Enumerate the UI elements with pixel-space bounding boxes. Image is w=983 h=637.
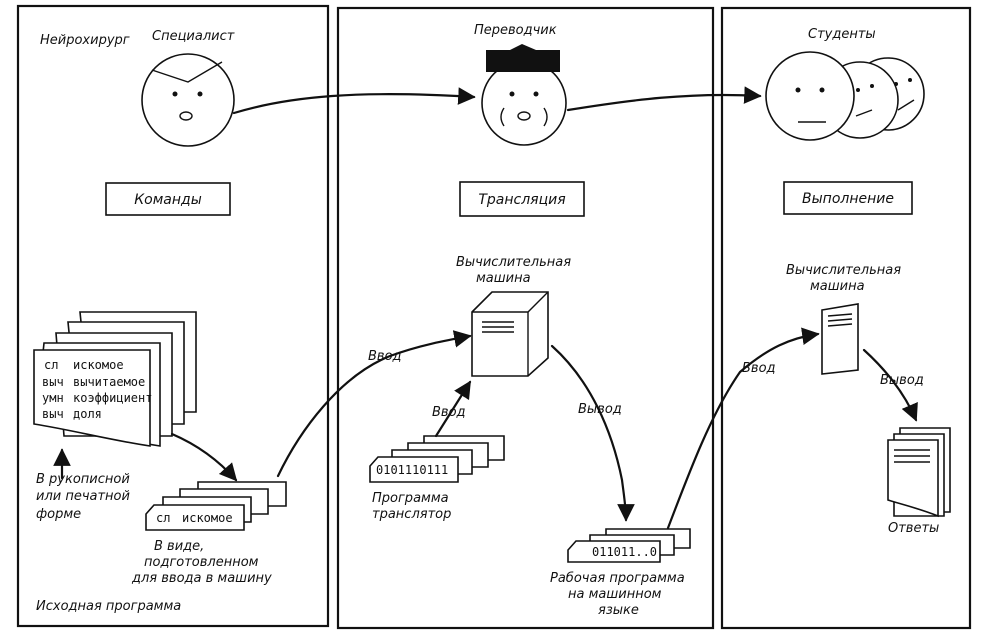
stage-label-translation: Трансляция: [478, 192, 565, 208]
panel-middle-frame: [336, 6, 715, 630]
answers-label: Ответы: [888, 521, 939, 536]
specialist-face-icon: [141, 53, 235, 147]
prepared-note-line-1: В виде,: [154, 539, 204, 554]
handwritten-note-line-3: форме: [36, 507, 81, 522]
flow-translator-to-students: [566, 86, 762, 112]
translator-cards-value: 0101110111: [376, 463, 448, 477]
manuscript-to-cards-arrow: [170, 432, 238, 482]
translator-cards-stack: [369, 435, 505, 483]
right-computer-label-1: Вычислительная: [786, 263, 901, 278]
prepared-note-line-3: для ввода в машину: [131, 571, 272, 586]
stage-box-execution: [783, 181, 913, 215]
translator-cards-to-computer-arrow: [434, 380, 472, 438]
middle-output-label: Вывод: [578, 402, 622, 417]
prepared-cards-to-computer-arrow: [276, 330, 472, 478]
work-cards-value: 011011..0: [592, 545, 657, 559]
middle-computer-label-1: Вычислительная: [456, 255, 571, 270]
middle-computer-label-2: машина: [476, 271, 531, 286]
students-label: Студенты: [808, 27, 876, 42]
source-program-footer: Исходная программа: [36, 599, 181, 614]
card-word: искомое: [182, 511, 233, 525]
right-input-label: Ввод: [742, 361, 776, 376]
code-op-3: умн: [42, 391, 64, 405]
neurosurgeon-label: Нейрохирург: [40, 33, 130, 48]
stage-box-commands: [105, 182, 231, 216]
handwritten-note-line-1: В рукописной: [36, 472, 130, 487]
students-faces-icon: [765, 51, 925, 141]
source-manuscript-stack: [33, 311, 197, 447]
code-word-4: доля: [73, 407, 102, 421]
work-program-line-1: Рабочая программа: [550, 571, 685, 586]
source-code-lines: сл искомое выч вычитаемое умн коэффициен…: [42, 358, 152, 421]
translator-face-icon: [481, 44, 567, 146]
specialist-label: Специалист: [152, 29, 235, 44]
translator-label: Переводчик: [474, 23, 557, 38]
stage-box-translation: [459, 181, 585, 217]
right-computer-to-answers-arrow: [862, 348, 918, 422]
prepared-cards-stack: [145, 481, 287, 531]
answers-stack-icon: [887, 427, 951, 518]
right-computer-icon: [821, 303, 859, 375]
right-computer-label-2: машина: [810, 279, 865, 294]
work-cards-to-right-computer-arrow: [666, 327, 820, 530]
work-program-line-2: на машинном: [568, 587, 662, 602]
flow-specialist-to-translator: [232, 87, 476, 115]
code-word-2: вычитаемое: [73, 375, 145, 389]
panel-right-frame: [720, 6, 972, 630]
code-op-2: выч: [42, 375, 64, 389]
middle-computer-icon: [471, 291, 549, 377]
computer-to-work-cards-arrow: [550, 344, 635, 522]
middle-input-left-label: Ввод: [368, 349, 402, 364]
work-program-line-3: языке: [598, 603, 639, 618]
translator-program-line-2: транслятор: [372, 507, 451, 522]
handwritten-note-line-2: или печатной: [36, 489, 130, 504]
code-op-4: выч: [42, 407, 64, 421]
stage-label-execution: Выполнение: [802, 191, 894, 207]
right-output-label: Вывод: [880, 373, 924, 388]
panel-left-frame: [16, 4, 330, 628]
translator-program-line-1: Программа: [372, 491, 449, 506]
stage-label-commands: Команды: [134, 192, 202, 208]
code-op-1: сл: [44, 358, 58, 372]
code-word-1: искомое: [73, 358, 124, 372]
card-op: сл: [156, 511, 170, 525]
work-program-cards-stack: [567, 528, 691, 563]
middle-input-cards-label: Ввод: [432, 405, 466, 420]
code-word-3: коэффициент: [73, 391, 152, 405]
prepared-note-line-2: подготовленном: [144, 555, 259, 570]
